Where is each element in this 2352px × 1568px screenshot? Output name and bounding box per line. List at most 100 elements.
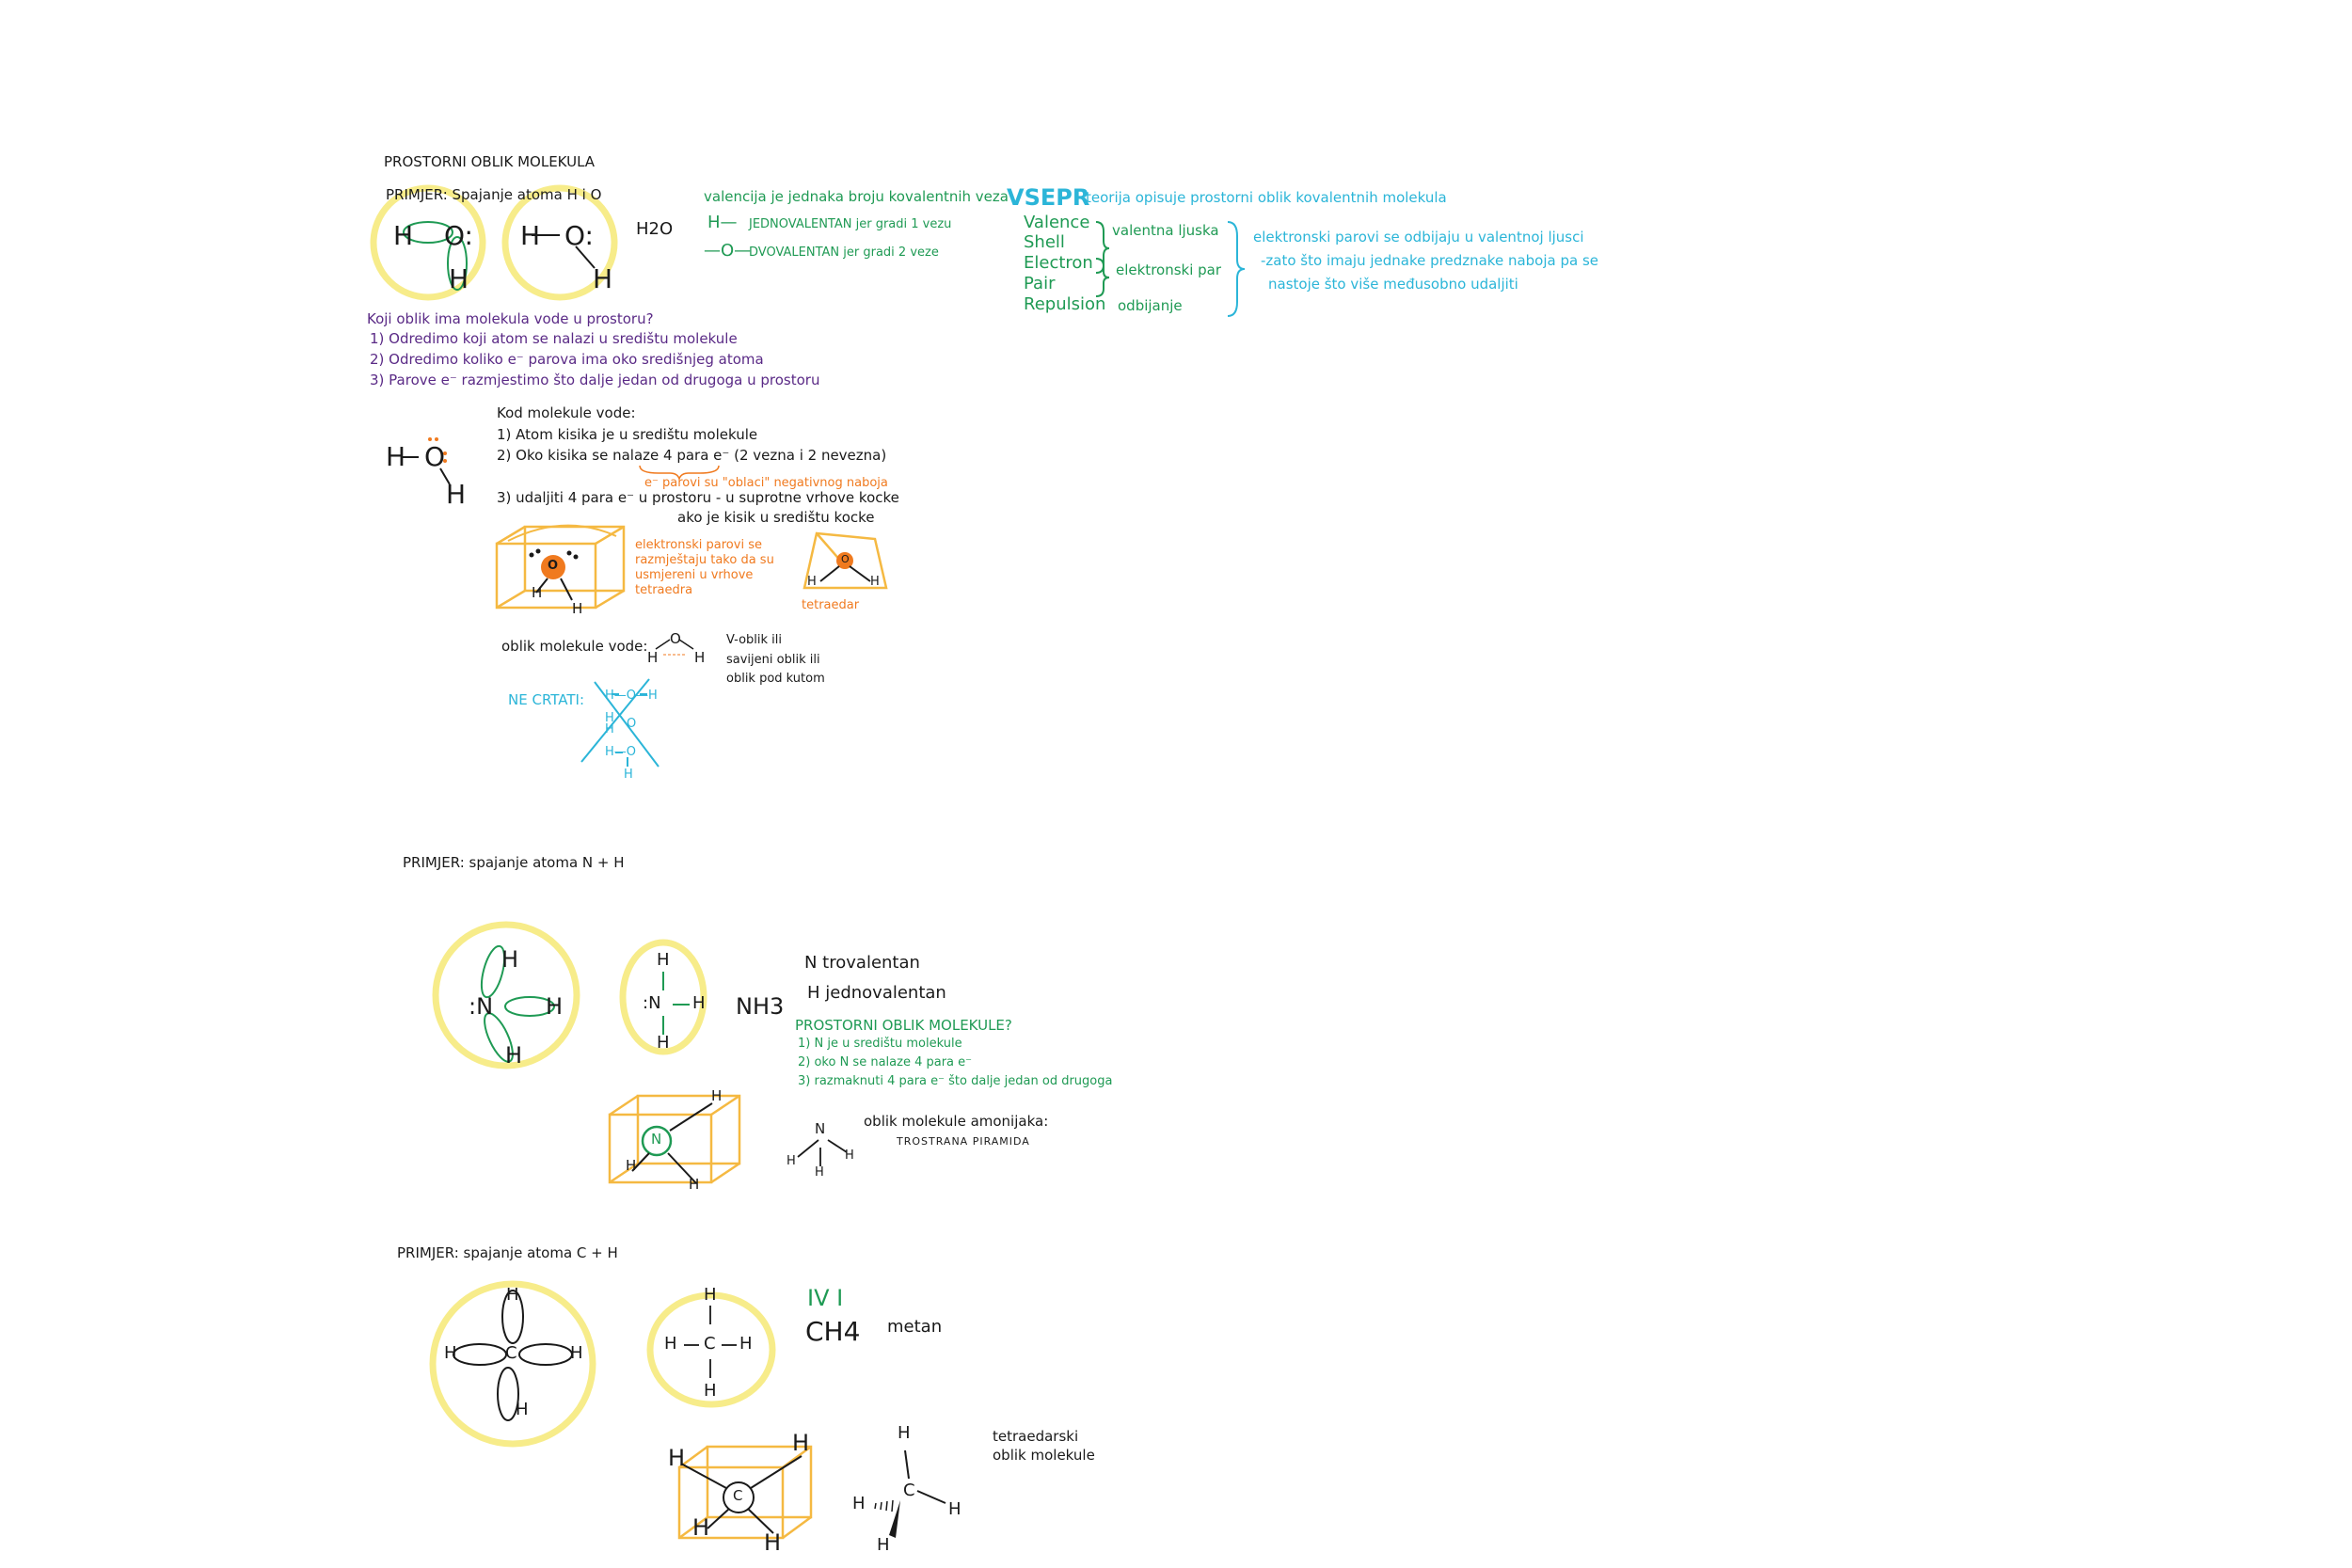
structure-label: H [692,1514,710,1541]
structure-label: H [657,1033,670,1053]
ammonia-question: PROSTORNI OBLIK MOLEKULE? [795,1017,1012,1034]
vsepr-word: Pair [1024,274,1056,293]
oblik-desc: V-oblik ili [726,633,782,647]
valence-numbers: IV I [807,1285,844,1311]
orange-note: tetraedra [635,583,693,597]
structure-label: C [505,1343,517,1363]
highlight-circle [429,1280,596,1448]
structure-label: H [792,1430,810,1456]
section-heading: PRIMJER: spajanje atoma N + H [403,854,625,871]
dvo-text: DVOVALENTAN jer gradi 2 veze [749,245,939,260]
kod-line: 1) Atom kisika je u središtu molekule [497,426,758,443]
vsepr-word: Valence [1024,213,1090,232]
cube-methane [677,1445,813,1540]
vsepr-gloss: odbijanje [1118,297,1183,314]
kod-heading: Kod molekule vode: [497,404,636,421]
oxygen-atom [541,555,565,579]
vsepr-note: -zato što imaju jednake predznake naboja… [1261,252,1599,269]
structure-label: H [516,1400,529,1419]
step: 3) razmaknuti 4 para e⁻ što dalje jedan … [798,1074,1113,1088]
kod-line: 2) Oko kisika se nalaze 4 para e⁻ (2 vez… [497,447,887,464]
vsepr-note: nastoje što više međusobno udaljiti [1268,276,1518,293]
kod-note: e⁻ parovi su "oblaci" negativnog naboja [644,476,888,490]
orange-note: usmjereni u vrhove [635,568,754,582]
structure-label: H [689,1176,700,1193]
step: 1) N je u središtu molekule [798,1037,962,1051]
structure-label: H [449,263,469,294]
structure-label: H [446,479,467,510]
crossed-structure: O [627,717,637,731]
structure-label: N [815,1120,826,1137]
valence-note: H jednovalentan [807,983,946,1003]
crossed-structure: H [624,768,633,782]
oblik-desc: oblik pod kutom [726,672,825,686]
cube-water [495,525,626,610]
orange-note: razmještaju tako da su [635,553,774,567]
structure-label: H [704,1285,717,1305]
structure-label: H [546,993,564,1020]
structure-label: H [764,1529,782,1556]
structure-label: H [787,1154,796,1168]
structure-label: H [694,649,706,666]
structure-label: H [692,993,706,1013]
structure-label: H [948,1499,961,1519]
structure-label: H [704,1381,717,1401]
cube-ammonia [608,1094,741,1184]
valencija-line: valencija je jednaka broju kovalentnih v… [704,188,1009,205]
structure-label: H [501,946,519,973]
structure-label: H [647,649,659,666]
structure-label: H [898,1423,911,1443]
nitrogen-letter: N [651,1131,662,1148]
kod-line: ako je kisik u središtu kocke [677,509,875,526]
oblik-name: oblik molekule [993,1447,1095,1464]
oblik-desc: savijeni oblik ili [726,653,820,667]
jedno-symbol: H— [707,213,738,232]
structure-label: H [807,575,817,589]
oblik-name: TROSTRANA PIRAMIDA [897,1135,1030,1148]
kod-line: 3) udaljiti 4 para e⁻ u prostoru - u sup… [497,489,899,506]
vsepr-title: VSEPR [1007,184,1090,211]
highlight-circle [370,184,486,301]
structure-label: H [393,220,414,251]
highlight-circle [646,1291,776,1408]
methane-name: metan [887,1317,943,1337]
oblik-label: oblik molekule amonijaka: [864,1113,1049,1130]
structure-label: O: [564,220,594,251]
step: 2) oko N se nalaze 4 para e⁻ [798,1055,973,1069]
structure-label: H [572,600,583,617]
electron-pair-oval [447,236,468,291]
orange-note: elektronski parovi se [635,538,762,552]
structure-label: H [532,584,543,601]
structure-label: O [670,630,681,647]
structure-label: C [704,1334,716,1354]
carbon-letter: C [733,1487,743,1504]
structure-label: H [505,1042,523,1069]
formula-methane: CH4 [805,1316,861,1347]
vsepr-note: elektronski parovi se odbijaju u valentn… [1253,229,1584,245]
structure-label: H [626,1157,637,1174]
bond-line [575,245,596,269]
structure-label: H [593,263,613,294]
tetraedar-label: tetraedar [802,598,860,612]
structure-label: H [845,1148,854,1163]
electron-pair-oval [403,221,453,244]
question: Koji oblik ima molekula vode u prostoru? [367,310,654,327]
vsepr-subtitle: teorija opisuje prostorni oblik kovalent… [1086,189,1447,206]
structure-label: H [657,950,670,970]
structure-label: :N [469,993,494,1020]
structure-label: O: [444,220,473,251]
section-heading: PRIMJER: spajanje atoma C + H [397,1244,618,1261]
step: 3) Parove e⁻ razmjestimo što dalje jedan… [370,372,820,388]
structure-label: H [664,1334,677,1354]
structure-label: H [711,1087,723,1104]
structure-label: H [815,1165,824,1180]
dvo-symbol: —O— [704,241,752,261]
structure-label: O [424,441,446,472]
highlight-circle [501,184,618,301]
structure-label: H [852,1494,866,1513]
structure-label: :N [643,993,661,1013]
brace [1095,258,1110,297]
structure-label: C [903,1481,915,1500]
